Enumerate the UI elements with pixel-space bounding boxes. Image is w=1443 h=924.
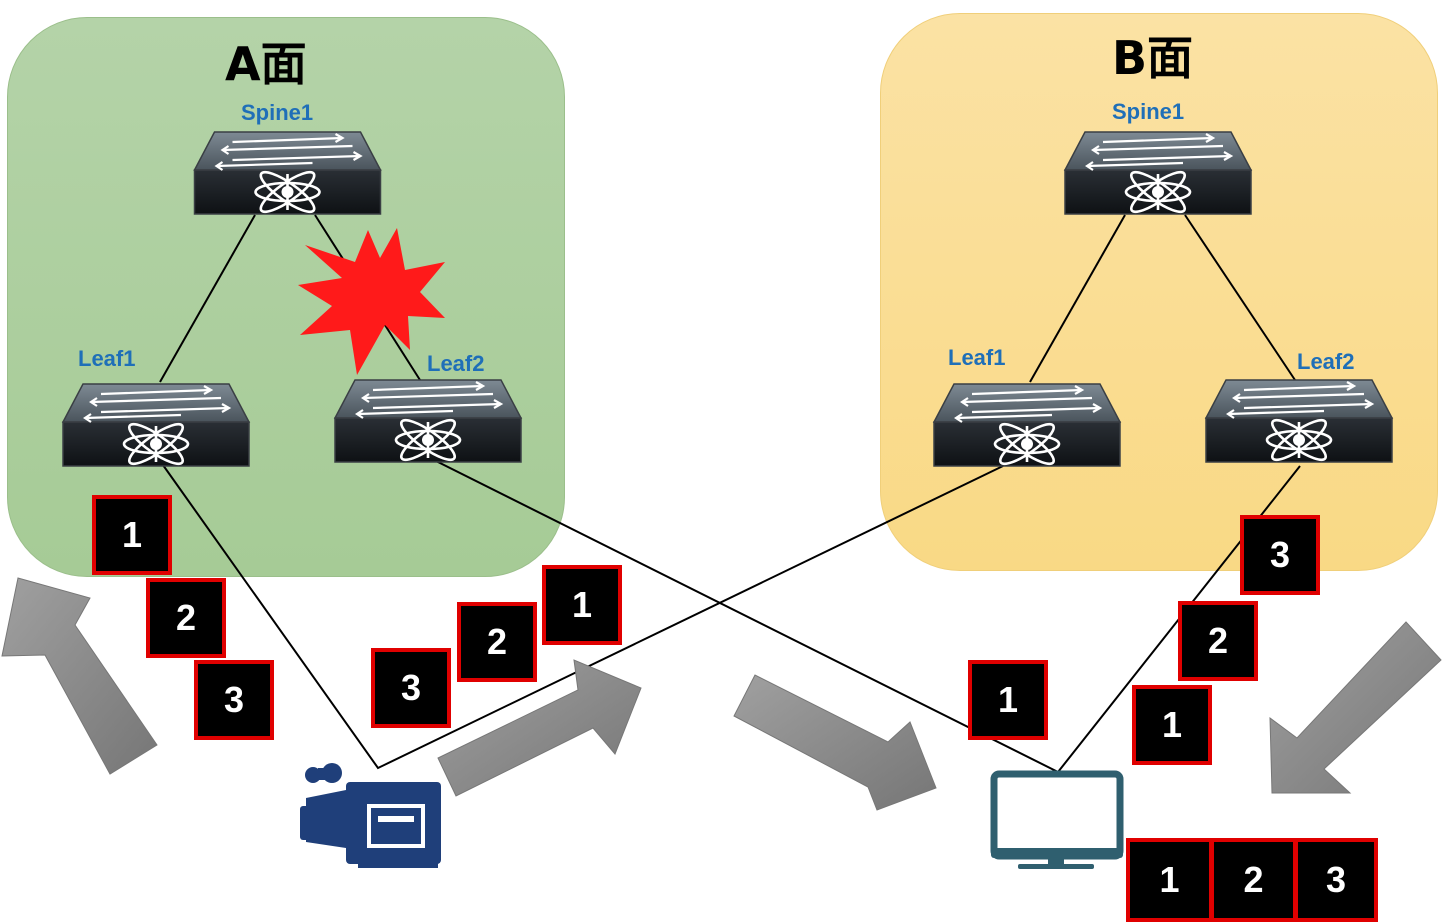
link-a-leaf1-camera-b-leaf1 [157, 457, 1004, 770]
flow-arrow-right-down [1269, 621, 1442, 794]
switch-a-leaf2 [333, 378, 523, 464]
video-camera-icon [300, 763, 441, 868]
switch-b-spine1 [1063, 130, 1253, 216]
packet-b-3: 3 [1240, 515, 1320, 595]
switch-b-leaf2 [1204, 378, 1394, 464]
packet-cam-1: 1 [542, 565, 622, 645]
switch-a-spine1 [193, 130, 382, 216]
packet-a-1: 1 [92, 495, 172, 575]
packet-b-2: 2 [1178, 601, 1258, 681]
zone-a-title: A面 [225, 37, 307, 91]
switch-a-leaf1 [61, 382, 251, 468]
packet-out-2: 2 [1210, 838, 1297, 922]
zone-b-title: B面 [1112, 31, 1194, 85]
label-b-leaf1: Leaf1 [948, 345, 1006, 370]
label-a-leaf2: Leaf2 [427, 351, 485, 376]
zone-b-links [1029, 214, 1296, 383]
flow-arrow-left-up [1, 577, 158, 775]
flow-arrow-camera-right [437, 659, 642, 797]
failure-burst-icon [298, 228, 445, 375]
monitor-icon [990, 770, 1124, 869]
packet-out-3: 3 [1294, 838, 1378, 922]
label-a-leaf1: Leaf1 [78, 346, 136, 371]
zone-a [7, 17, 565, 577]
label-a-spine1: Spine1 [241, 100, 314, 125]
packet-b-1: 1 [1132, 685, 1212, 765]
switch-b-leaf1 [932, 382, 1122, 468]
packet-cam-3: 3 [371, 648, 451, 728]
packet-cam-2: 2 [457, 602, 537, 682]
flow-arrow-to-monitor [733, 674, 937, 811]
label-b-spine1: Spine1 [1112, 99, 1185, 124]
packet-out-1: 1 [1126, 838, 1213, 922]
zone-b [880, 13, 1438, 571]
packet-a-3: 3 [194, 660, 274, 740]
link-b-spine-leaf2 [1184, 214, 1296, 381]
packet-a-2: 2 [146, 578, 226, 658]
label-b-leaf2: Leaf2 [1297, 349, 1355, 374]
link-a-spine-leaf1 [159, 214, 256, 383]
link-b-spine-leaf1 [1029, 214, 1126, 383]
cross-links [157, 457, 1301, 774]
packet-tv-a-1: 1 [968, 660, 1048, 740]
